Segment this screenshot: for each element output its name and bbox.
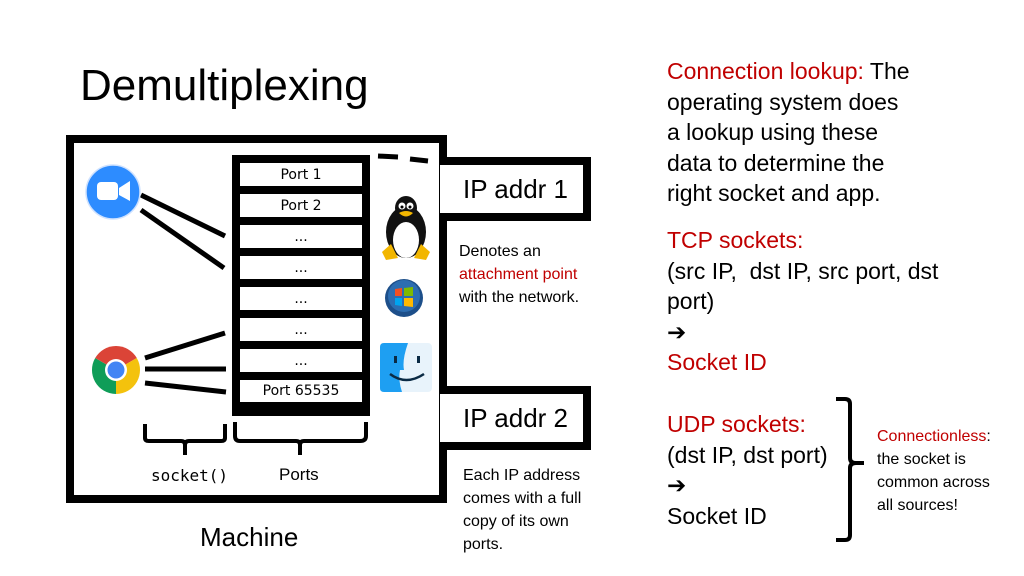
- port-cell: ...: [240, 225, 362, 248]
- udp-socket-id: Socket ID: [667, 502, 767, 529]
- tcp-tuple-line: (src IP, dst IP, src port, dst: [667, 257, 939, 284]
- arrow-icon: ➔: [667, 472, 687, 498]
- dashed-connector: [377, 153, 429, 164]
- tcp-tuple-line: port): [667, 288, 715, 314]
- note-line: Denotes an: [459, 243, 541, 260]
- lookup-line: a lookup using these: [667, 119, 878, 145]
- tcp-socket-id: Socket ID: [667, 349, 767, 375]
- udp-bracket: [836, 397, 864, 542]
- ip-addr-2-box: IP addr 2: [440, 386, 591, 450]
- socket-label: socket(): [151, 466, 229, 485]
- lookup-line: The: [863, 58, 910, 84]
- connectionless-heading: Connectionless: [877, 428, 987, 445]
- port-cell: Port 1: [240, 163, 362, 186]
- connectionless-note: Connectionless: the socket is common acr…: [877, 425, 991, 517]
- lookup-line: data to determine the: [667, 149, 885, 176]
- connectionless-line: the socket is: [877, 451, 966, 468]
- connection-lookup-text: Connection lookup: The operating system …: [667, 56, 910, 209]
- lookup-line: operating system does: [667, 88, 899, 115]
- connection-lookup-heading: Connection lookup:: [667, 58, 864, 84]
- machine-box: [66, 135, 447, 503]
- port-cell: ...: [240, 256, 362, 279]
- colon: :: [986, 428, 991, 445]
- port-cell: ...: [240, 287, 362, 310]
- port-cell: ...: [240, 318, 362, 341]
- tcp-sockets-text: TCP sockets: (src IP, dst IP, src port, …: [667, 225, 938, 378]
- slide-title: Demultiplexing: [80, 61, 369, 110]
- note-line: ports.: [463, 536, 504, 553]
- socket-brace: [143, 424, 227, 455]
- macos-finder-icon: [380, 343, 432, 392]
- udp-sockets-text: UDP sockets: (dst IP, dst port) ➔ Socket…: [667, 409, 828, 531]
- udp-tuple: (dst IP, dst port): [667, 441, 828, 468]
- chrome-socket-lines: [144, 330, 227, 395]
- note-line: copy of its own: [463, 513, 569, 530]
- machine-label: Machine: [200, 522, 299, 552]
- linux-tux-icon: [382, 196, 430, 260]
- port-cell: ...: [240, 349, 362, 372]
- arrow-icon: ➔: [667, 318, 687, 345]
- note-line: Each IP address: [463, 467, 581, 484]
- note-line: with the network.: [459, 289, 580, 306]
- ip-addr-2-label: IP addr 2: [462, 402, 569, 433]
- connectionless-line: all sources!: [877, 497, 958, 514]
- note-line: comes with a full: [463, 490, 582, 507]
- ip-addr-1-label: IP addr 1: [462, 173, 569, 204]
- tcp-heading: TCP sockets:: [667, 227, 804, 253]
- ip-addr-1-note: Denotes an attachment point with the net…: [459, 240, 579, 309]
- port-stack: Port 1 Port 2 ... ... ... ... ... Port 6…: [232, 155, 370, 416]
- windows-logo-icon: [385, 279, 423, 317]
- udp-heading: UDP sockets:: [667, 411, 806, 437]
- chrome-app-icon: [91, 346, 141, 395]
- zoom-app-icon: [85, 164, 141, 220]
- lookup-line: right socket and app.: [667, 180, 881, 206]
- ports-label: Ports: [279, 465, 319, 484]
- port-cell: Port 65535: [240, 380, 362, 402]
- connectionless-line: common across: [877, 474, 990, 491]
- ip-addr-1-box: IP addr 1: [440, 157, 591, 221]
- zoom-socket-lines: [139, 192, 227, 271]
- ip-addr-2-note: Each IP address comes with a full copy o…: [463, 464, 581, 556]
- port-cell: Port 2: [240, 194, 362, 217]
- ports-brace: [233, 422, 368, 455]
- attachment-point-highlight: attachment point: [459, 266, 578, 283]
